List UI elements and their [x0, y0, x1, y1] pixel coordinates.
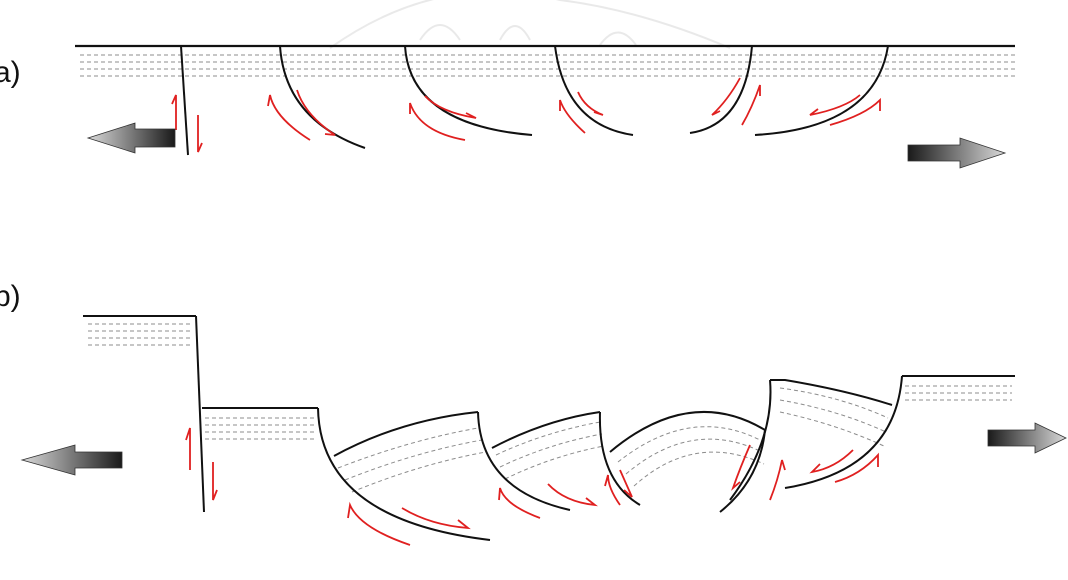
half-arrow-icon — [829, 97, 881, 126]
half-arrow-icon — [171, 94, 177, 130]
half-arrow-icon — [409, 102, 466, 141]
half-arrow-icon — [577, 91, 604, 116]
fault-b1 — [195, 315, 205, 513]
half-arrow-icon — [267, 94, 311, 141]
half-arrow-icon — [741, 84, 761, 126]
fault-a6 — [754, 45, 889, 136]
fault-a2 — [279, 45, 366, 149]
half-arrow-icon — [834, 452, 879, 483]
fault-b3 — [477, 411, 571, 511]
fault-b4 — [598, 411, 641, 506]
half-arrow-icon — [769, 459, 786, 501]
panel-a-strata — [80, 54, 1015, 77]
panel-a — [75, 44, 1015, 169]
half-arrow-icon — [604, 474, 621, 506]
fault-b5 — [719, 429, 766, 513]
panel-b-label: b) — [0, 280, 21, 313]
half-arrow-icon — [547, 483, 599, 507]
half-arrow-icon — [347, 501, 411, 546]
extension-arrow-icon — [907, 137, 1007, 169]
fault-a5 — [689, 45, 753, 134]
half-arrow-icon — [197, 115, 203, 153]
panel-b-strata — [88, 323, 1012, 493]
fault-b2 — [317, 407, 491, 541]
half-arrow-icon — [619, 469, 633, 498]
panel-a-label: a) — [0, 56, 21, 89]
panel-b-faults — [195, 315, 903, 541]
panel-b-surfaces — [83, 315, 1015, 409]
extension-arrow-icon — [86, 122, 176, 154]
half-arrow-icon — [809, 449, 854, 474]
half-arrow-icon — [731, 444, 751, 491]
half-arrow-icon — [498, 487, 541, 519]
half-arrow-icon — [711, 77, 741, 116]
half-arrow-icon — [559, 99, 586, 134]
fault-a4 — [554, 45, 634, 136]
half-arrow-icon — [809, 94, 861, 116]
half-arrow-icon — [296, 89, 336, 136]
panel-b-slip-arrows — [185, 427, 879, 546]
half-arrow-icon — [212, 462, 218, 501]
extension-arrow-icon — [20, 444, 123, 476]
panel-a-slip-arrows — [171, 77, 881, 153]
half-arrow-icon — [185, 427, 191, 470]
fault-b7 — [784, 375, 903, 489]
panel-a-faults — [180, 45, 889, 156]
watermark-emblem — [329, 0, 731, 49]
half-arrow-icon — [424, 95, 477, 119]
panel-b — [20, 315, 1067, 546]
fault-a3 — [404, 45, 533, 136]
extension-arrow-icon — [987, 422, 1067, 454]
fault-b6 — [770, 379, 893, 406]
half-arrow-icon — [401, 507, 471, 530]
fault-a1 — [180, 45, 189, 156]
